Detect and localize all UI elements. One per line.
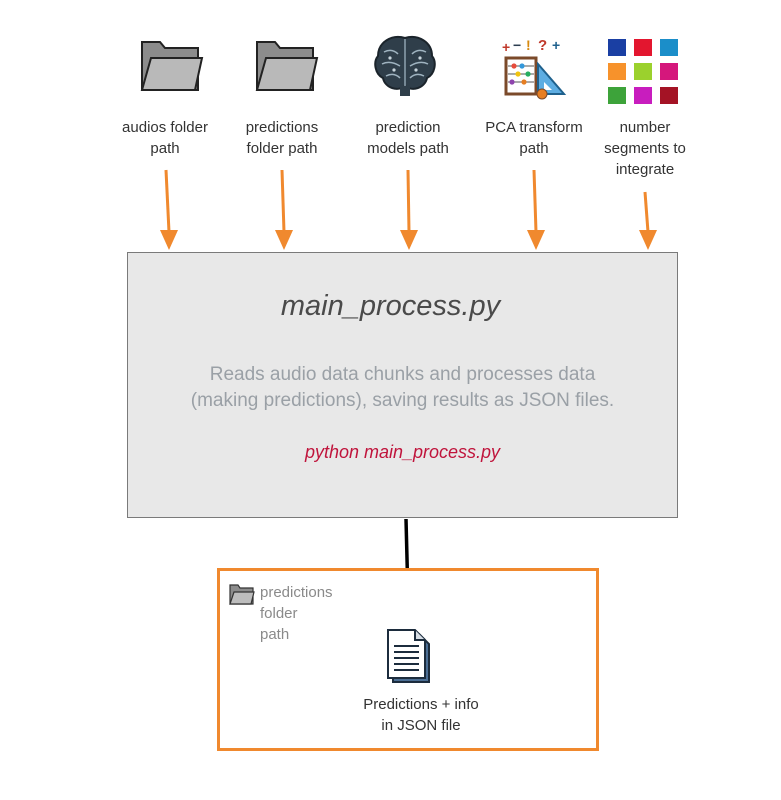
brain-icon	[374, 36, 436, 96]
arrow-segments-to-process	[643, 191, 650, 233]
svg-text:+: +	[552, 38, 560, 53]
process-command: python main_process.py	[304, 442, 501, 462]
process-title: main_process.py	[280, 290, 501, 322]
small-folder-icon	[229, 584, 255, 605]
math-tools-icon: + − ! ? +	[502, 38, 567, 100]
document-icon	[387, 629, 430, 683]
svg-text:−: −	[513, 38, 521, 53]
input-label-pca-transform: PCA transform path	[485, 119, 583, 157]
input-label-number-segments: number segments to integrate	[604, 119, 686, 178]
svg-text:+: +	[502, 39, 510, 55]
svg-text:!: !	[526, 38, 531, 53]
folder-icon	[255, 41, 319, 91]
process-description: Reads audio data chunks and processes da…	[190, 364, 615, 411]
process-box	[127, 252, 678, 518]
arrow-predictions-to-process	[280, 169, 286, 233]
arrow-pca-to-process	[532, 169, 538, 233]
input-label-prediction-models: prediction models path	[367, 119, 449, 157]
svg-text:?: ?	[538, 38, 547, 54]
input-label-predictions-folder: predictions folder path	[245, 119, 319, 157]
color-grid-icon	[608, 39, 678, 104]
output-file-label: Predictions + info in JSON file	[363, 696, 479, 734]
input-label-audios-folder: audios folder path	[122, 119, 208, 157]
arrow-models-to-process	[406, 169, 411, 233]
output-folder-label: predictions folder path	[260, 584, 333, 643]
arrow-audios-to-process	[164, 169, 171, 233]
folder-icon	[140, 41, 204, 91]
